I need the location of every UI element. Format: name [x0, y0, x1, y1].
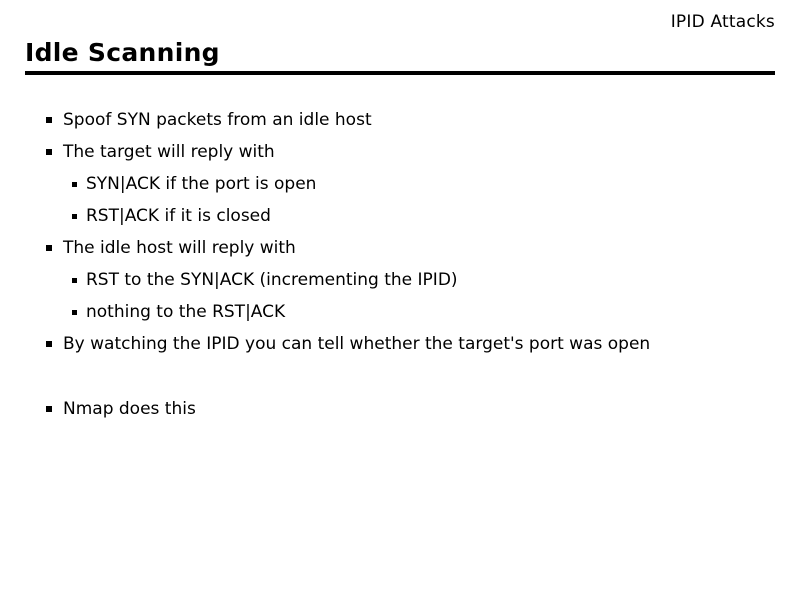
corner-label: IPID Attacks — [670, 12, 775, 32]
title-divider — [25, 71, 775, 75]
bullet-list: Spoof SYN packets from an idle host The … — [46, 104, 780, 425]
bullet-item: RST to the SYN|ACK (incrementing the IPI… — [72, 264, 780, 296]
bullet-item: nothing to the RST|ACK — [72, 296, 780, 328]
bullet-square-icon — [72, 309, 77, 315]
bullet-square-icon — [46, 245, 52, 251]
bullet-text: SYN|ACK if the port is open — [86, 174, 317, 194]
bullet-square-icon — [46, 149, 52, 155]
bullet-item: Nmap does this — [46, 393, 780, 425]
bullet-item: RST|ACK if it is closed — [72, 200, 780, 232]
bullet-item: By watching the IPID you can tell whethe… — [46, 328, 780, 360]
page-title: Idle Scanning — [25, 38, 220, 67]
bullet-item: Spoof SYN packets from an idle host — [46, 104, 780, 136]
bullet-text: The idle host will reply with — [63, 238, 296, 258]
bullet-text: Nmap does this — [63, 399, 196, 419]
bullet-square-icon — [46, 341, 52, 347]
bullet-item: SYN|ACK if the port is open — [72, 168, 780, 200]
bullet-square-icon — [72, 277, 77, 283]
bullet-item: The target will reply with — [46, 136, 780, 168]
bullet-item: The idle host will reply with — [46, 232, 780, 264]
bullet-text: The target will reply with — [63, 142, 275, 162]
bullet-square-icon — [46, 406, 52, 412]
bullet-square-icon — [72, 213, 77, 219]
bullet-text: nothing to the RST|ACK — [86, 302, 286, 322]
bullet-text: RST|ACK if it is closed — [86, 206, 271, 226]
bullet-text: By watching the IPID you can tell whethe… — [63, 334, 651, 354]
bullet-square-icon — [72, 181, 77, 187]
bullet-text: RST to the SYN|ACK (incrementing the IPI… — [86, 270, 458, 290]
bullet-text: Spoof SYN packets from an idle host — [63, 110, 372, 130]
bullet-square-icon — [46, 117, 52, 123]
